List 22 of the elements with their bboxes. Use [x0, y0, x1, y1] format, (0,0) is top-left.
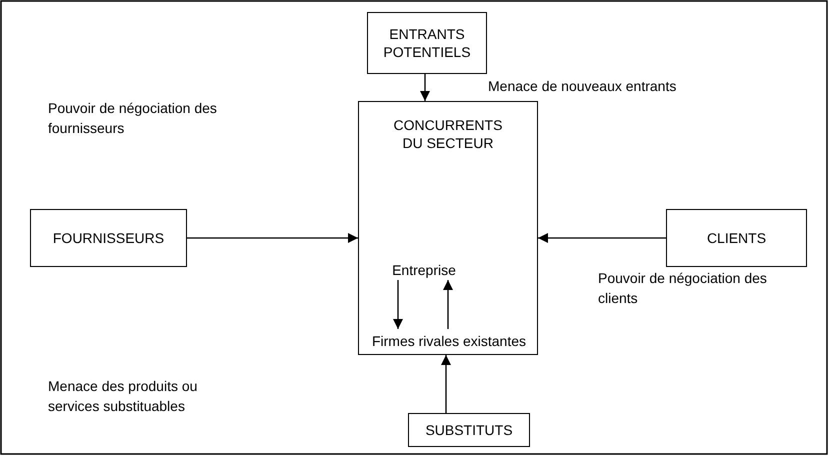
- box: [30, 209, 187, 267]
- arrow: [187, 233, 358, 243]
- arrow: [538, 233, 666, 243]
- arrow: [420, 74, 430, 101]
- box-label: FOURNISSEURS: [52, 228, 166, 248]
- text-label: Firmes rivales existantes: [372, 332, 526, 350]
- annotation-text: Menace des produits ou services substituables: [48, 377, 198, 416]
- text-label: Entreprise: [392, 260, 456, 280]
- box: [358, 101, 538, 355]
- box-label: CLIENTS: [706, 228, 768, 248]
- box: [666, 209, 807, 267]
- box: [367, 12, 487, 74]
- box-label: ENTRANTS POTENTIELS: [382, 24, 472, 62]
- box-label: SUBSTITUTS: [424, 420, 514, 440]
- arrow: [393, 280, 403, 329]
- arrow: [441, 355, 451, 413]
- box-label: CONCURRENTS DU SECTEUR: [392, 116, 504, 152]
- edge-label: Pouvoir de négociation des clients: [598, 269, 768, 308]
- annotation-text: Pouvoir de négociation des fournisseurs: [48, 99, 218, 138]
- arrow: [443, 280, 453, 329]
- box: [408, 413, 530, 447]
- edge-label: Menace de nouveaux entrants: [488, 77, 678, 96]
